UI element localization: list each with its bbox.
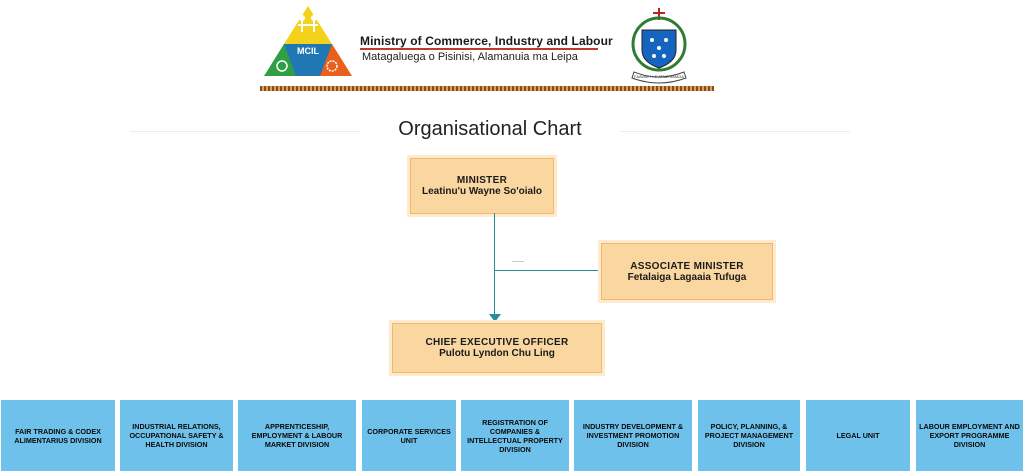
division-box: INDUSTRIAL RELATIONS, OCCUPATIONAL SAFET… — [120, 400, 233, 471]
page-title: Organisational Chart — [360, 118, 620, 141]
ceo-box: CHIEF EXECUTIVE OFFICER Pulotu Lyndon Ch… — [392, 323, 602, 373]
division-box: POLICY, PLANNING, & PROJECT MANAGEMENT D… — [698, 400, 800, 471]
associate-minister-name: Fetalaiga Lagaaia Tufuga — [627, 271, 747, 283]
ceo-name: Pulotu Lyndon Chu Ling — [439, 348, 555, 359]
associate-minister-box: ASSOCIATE MINISTER Fetalaiga Lagaaia Tuf… — [601, 243, 773, 300]
header-divider — [260, 86, 714, 91]
ministry-name: Ministry of Commerce, Industry and Labou… — [360, 34, 613, 48]
ceo-role: CHIEF EXECUTIVE OFFICER — [425, 337, 569, 348]
minister-role: MINISTER — [456, 175, 508, 186]
division-box: FAIR TRADING & CODEX ALIMENTARIUS DIVISI… — [1, 400, 115, 471]
division-box: INDUSTRY DEVELOPMENT & INVESTMENT PROMOT… — [574, 400, 692, 471]
ministry-name-samoan: Matagaluega o Pisinisi, Alamanuia ma Lei… — [362, 51, 578, 63]
division-box: APPRENTICESHIP, EMPLOYMENT & LABOUR MARK… — [238, 400, 356, 471]
arrow-down-icon — [489, 314, 501, 322]
minister-box: MINISTER Leatinu'u Wayne So'oialo — [410, 158, 554, 214]
division-box: REGISTRATION OF COMPANIES & INTELLECTUAL… — [461, 400, 569, 471]
logo-text: MCIL — [297, 46, 319, 56]
ministry-rule — [360, 48, 598, 50]
samoa-coat-of-arms: FAAVAE I LE ATUA SAMOA — [631, 8, 687, 84]
minister-name: Leatinu'u Wayne So'oialo — [422, 186, 542, 197]
division-box: LABOUR EMPLOYMENT AND EXPORT PROGRAMME D… — [916, 400, 1023, 471]
associate-minister-role: ASSOCIATE MINISTER — [630, 260, 744, 272]
division-box: CORPORATE SERVICES UNIT — [362, 400, 456, 471]
connector-minister-ceo — [494, 213, 495, 317]
crest-motto: FAAVAE I LE ATUA SAMOA — [634, 74, 684, 79]
division-box: LEGAL UNIT — [806, 400, 910, 471]
mcil-logo: MCIL — [264, 6, 352, 76]
connector-stub — [512, 261, 524, 262]
connector-associate — [495, 270, 601, 271]
